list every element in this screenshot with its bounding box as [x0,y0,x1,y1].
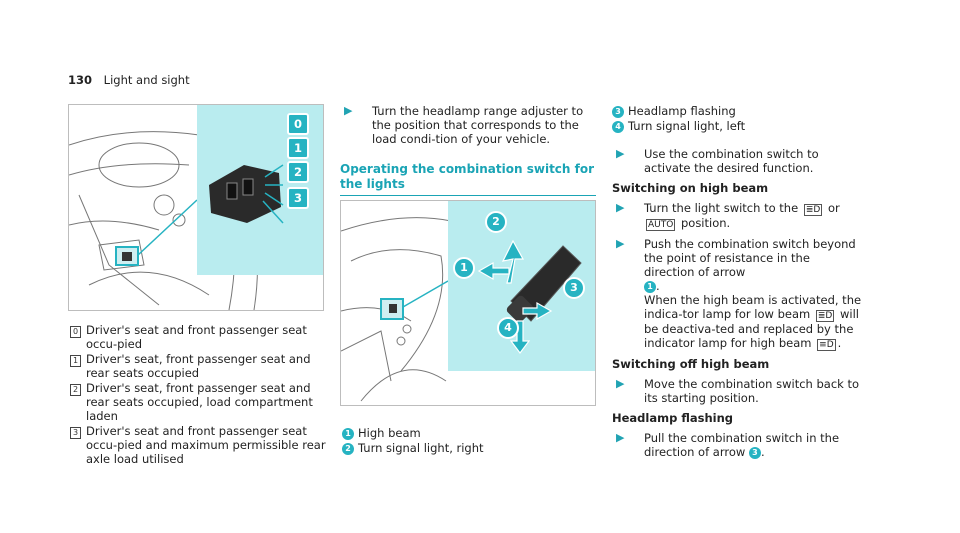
step-arrow-icon: ▶ [616,377,625,390]
key-badge: 2 [342,442,354,455]
section-heading: Operating the combination switch for the… [340,162,596,196]
subheading-off: Switching off high beam [612,357,770,371]
instruction-step: ▶ Use the combination switch to activate… [612,147,862,175]
subheading-on: Switching on high beam [612,181,769,195]
legend-text: Driver's seat and front passenger seat o… [86,424,326,466]
figure1-label-0: 0 [287,113,309,135]
page-header: 130 Light and sight [68,73,190,87]
key-box: 2 [70,384,81,396]
legend-item: 0 Driver's seat and front passenger seat … [70,323,330,351]
step-text: Move the combination switch back to its … [644,377,859,405]
step-text: Turn the light switch to the ≣D or AUTO … [644,201,862,231]
steering-illustration [341,201,595,402]
text-part: Push the combination switch beyond the p… [644,237,856,279]
instruction-step: ▶ Pull the combination switch in the dir… [612,431,862,459]
step-text: Push the combination switch beyond the p… [644,237,862,351]
legend-text: Driver's seat, front passenger seat and … [86,352,311,380]
text-part: When the high beam is activated, the ind… [644,293,862,321]
legend-text: Turn signal light, right [358,441,484,455]
text-part: Turn the light switch to the [644,201,799,215]
figure2-label-2: 2 [485,211,507,233]
legend-item: 3 Driver's seat and front passenger seat … [70,424,330,466]
key-box: 3 [70,427,81,439]
legend-list-2: 1 High beam 2 Turn signal light, right [342,426,592,456]
legend-item: 1 High beam [342,426,592,440]
instruction-step: ▶ Turn the light switch to the ≣D or AUT… [612,201,862,231]
column-2: ▶ Turn the headlamp range adjuster to th… [340,104,596,204]
legend-text: Driver's seat and front passenger seat o… [86,323,307,351]
legend-item: 4 Turn signal light, left [612,119,862,133]
low-beam-icon: ≣D [803,204,823,216]
figure1-label-2: 2 [287,161,309,183]
low-beam-icon: ≣D [815,310,835,322]
figure1-label-3: 3 [287,187,309,209]
callout-3: 3 [563,277,585,299]
auto-light-icon: AUTO [646,219,676,231]
legend-text: High beam [358,426,421,440]
figure2-label-1: 1 [453,257,475,279]
callout-2: 2 [485,211,507,233]
step-arrow-icon: ▶ [616,147,625,160]
section-title: Light and sight [103,73,190,87]
instruction-step: ▶ Push the combination switch beyond the… [612,237,862,351]
page-number: 130 [68,73,93,87]
key-badge: 1 [644,280,656,293]
instruction-step: ▶ Turn the headlamp range adjuster to th… [340,104,596,146]
step-text: Use the combination switch to activate t… [644,147,819,175]
combination-switch-figure: 1 2 3 4 [340,200,596,406]
legend-item: 1 Driver's seat, front passenger seat and… [70,352,330,380]
legend-item: 2 Turn signal light, right [342,441,592,455]
step-arrow-icon: ▶ [616,201,625,214]
dashboard-illustration [69,105,323,310]
callout-1: 1 [453,257,475,279]
text-part: position. [680,216,731,230]
callout-4: 4 [497,317,519,339]
instruction-step: ▶ Move the combination switch back to it… [612,377,862,405]
legend-text: Headlamp flashing [628,104,736,118]
figure2-label-4: 4 [497,317,519,339]
step-arrow-icon: ▶ [344,104,353,117]
key-badge: 1 [342,427,354,440]
text-part: or [827,201,840,215]
high-beam-icon: ≡D [817,339,836,351]
legend-text: Turn signal light, left [628,119,746,133]
legend-item: 3 Headlamp flashing [612,104,862,118]
headlamp-range-figure: 0 1 2 3 [68,104,324,311]
key-box: 0 [70,326,81,338]
figure2-label-3: 3 [563,277,585,299]
text-part: will be deactiva-ted and replaced by the… [644,307,860,350]
step-text: Turn the headlamp range adjuster to the … [372,104,584,146]
step-arrow-icon: ▶ [616,237,625,250]
legend-text: Driver's seat, front passenger seat and … [86,381,313,423]
figure1-label-1: 1 [287,137,309,159]
key-badge: 3 [748,446,761,459]
subheading-flash: Headlamp flashing [612,411,734,425]
key-badge: 4 [612,120,624,133]
step-text: Pull the combination switch in the direc… [644,431,840,459]
key-box: 1 [70,355,81,367]
key-badge: 3 [612,105,624,118]
legend-item: 2 Driver's seat, front passenger seat and… [70,381,330,423]
text-part: Pull the combination switch in the direc… [644,431,840,459]
step-arrow-icon: ▶ [616,431,625,444]
